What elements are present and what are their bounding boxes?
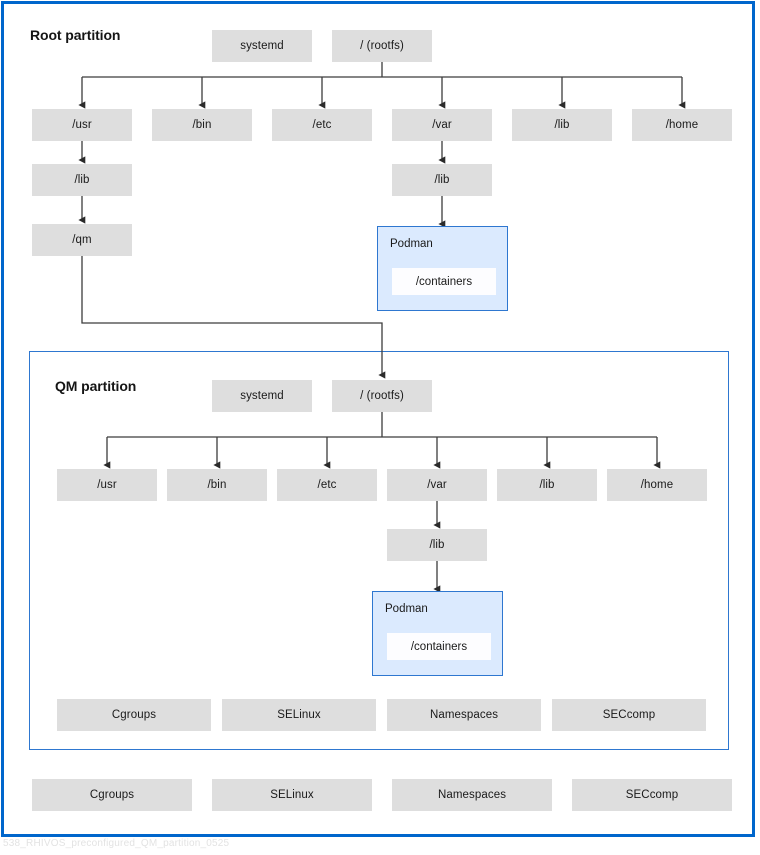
qm-podman-label: Podman — [385, 603, 428, 615]
qm-child-bin[interactable]: /bin — [167, 469, 267, 501]
qm-child-lib[interactable]: /lib — [497, 469, 597, 501]
root-usr-lib-node[interactable]: /lib — [32, 164, 132, 196]
qm-feature-selinux[interactable]: SELinux — [222, 699, 376, 731]
root-partition-title: Root partition — [30, 27, 121, 43]
root-child-usr[interactable]: /usr — [32, 109, 132, 141]
root-qm-node[interactable]: /qm — [32, 224, 132, 256]
qm-child-usr[interactable]: /usr — [57, 469, 157, 501]
root-podman-box[interactable]: Podman /containers — [377, 226, 508, 311]
root-var-lib-node[interactable]: /lib — [392, 164, 492, 196]
root-child-bin[interactable]: /bin — [152, 109, 252, 141]
root-child-home[interactable]: /home — [632, 109, 732, 141]
qm-var-lib-node[interactable]: /lib — [387, 529, 487, 561]
root-child-lib[interactable]: /lib — [512, 109, 612, 141]
qm-systemd-node[interactable]: systemd — [212, 380, 312, 412]
root-child-var[interactable]: /var — [392, 109, 492, 141]
root-rootfs-node[interactable]: / (rootfs) — [332, 30, 432, 62]
root-podman-label: Podman — [390, 238, 433, 250]
qm-podman-box[interactable]: Podman /containers — [372, 591, 503, 676]
host-feature-namespaces[interactable]: Namespaces — [392, 779, 552, 811]
qm-child-var[interactable]: /var — [387, 469, 487, 501]
qm-feature-seccomp[interactable]: SECcomp — [552, 699, 706, 731]
root-child-etc[interactable]: /etc — [272, 109, 372, 141]
host-feature-cgroups[interactable]: Cgroups — [32, 779, 192, 811]
qm-child-home[interactable]: /home — [607, 469, 707, 501]
qm-podman-containers[interactable]: /containers — [387, 633, 491, 660]
root-systemd-node[interactable]: systemd — [212, 30, 312, 62]
root-podman-containers[interactable]: /containers — [392, 268, 496, 295]
qm-partition-title: QM partition — [55, 378, 137, 394]
figure-caption: 538_RHIVOS_preconfigured_QM_partition_05… — [3, 838, 230, 849]
host-feature-selinux[interactable]: SELinux — [212, 779, 372, 811]
qm-rootfs-node[interactable]: / (rootfs) — [332, 380, 432, 412]
qm-child-etc[interactable]: /etc — [277, 469, 377, 501]
qm-feature-namespaces[interactable]: Namespaces — [387, 699, 541, 731]
host-feature-seccomp[interactable]: SECcomp — [572, 779, 732, 811]
qm-feature-cgroups[interactable]: Cgroups — [57, 699, 211, 731]
